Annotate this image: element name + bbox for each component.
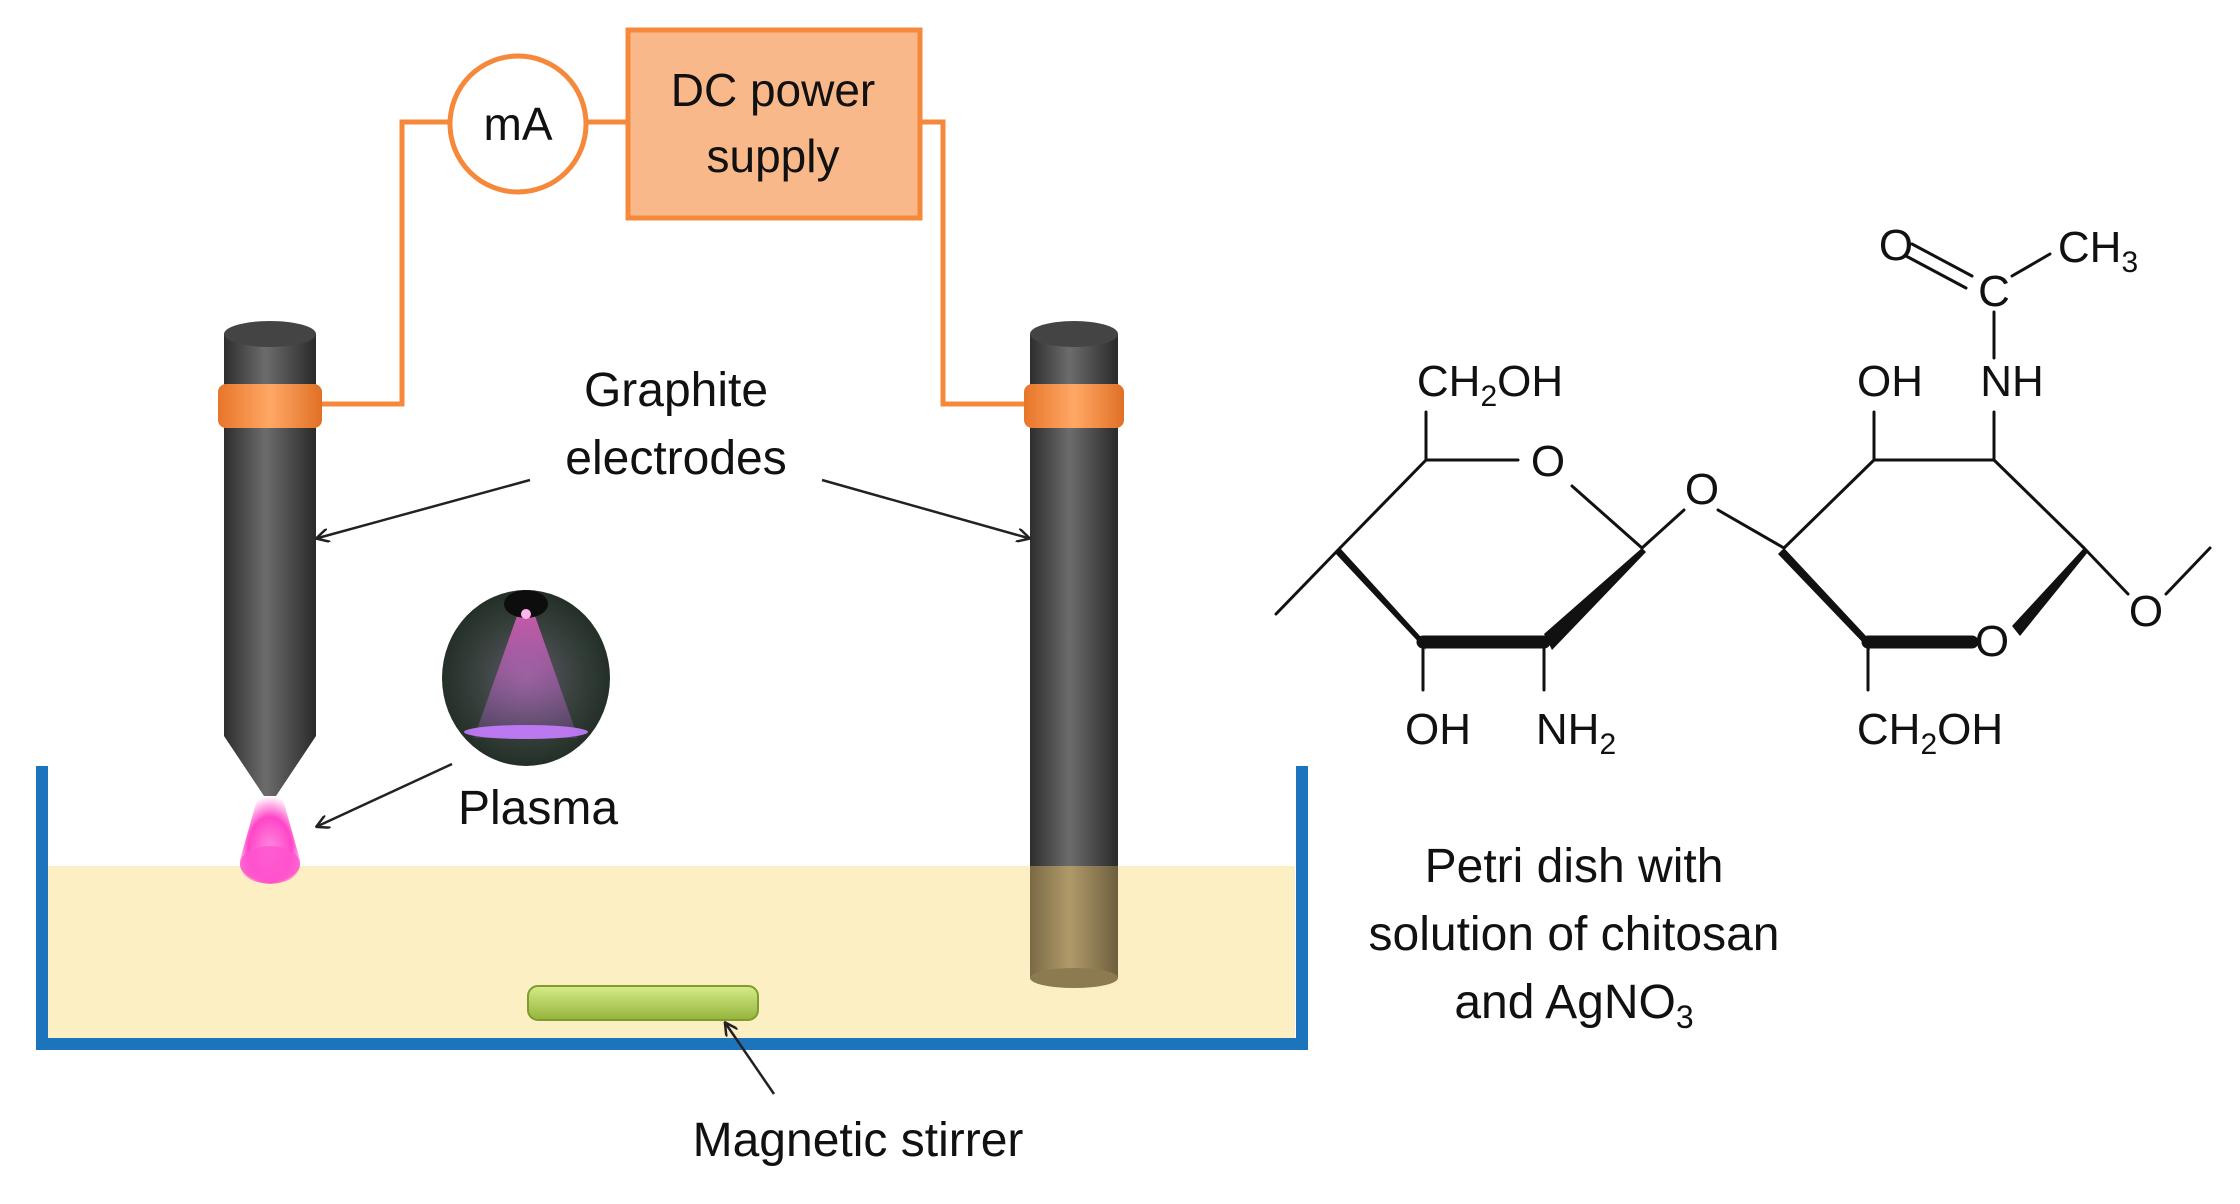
ring2-oxygen: O (1975, 617, 2009, 666)
dc-power-supply: DC power supply (625, 27, 923, 221)
acetyl-carbon: C (1978, 267, 2010, 316)
magnetic-stirrer-bar (527, 985, 759, 1021)
acetyl-ch3: CH3 (2058, 223, 2138, 279)
ring1-nh2: NH2 (1536, 705, 1616, 761)
plasma-label: Plasma (458, 782, 618, 835)
petri-dish-label-line3: and AgNO3 (1454, 976, 1693, 1035)
label-arrows (318, 478, 1028, 1095)
petri-dish-label-line2: solution of chitosan (1369, 908, 1780, 961)
left-electrode (218, 321, 322, 796)
chitosan-labels: CH2OH O O OH NH2 OH NH O C CH3 O CH2OH O (1405, 221, 2163, 761)
arrow-to-plasma (318, 762, 453, 826)
arrow-to-right-electrode (821, 478, 1028, 538)
ring1-ch2oh: CH2OH (1417, 357, 1563, 413)
electrodes-label-line2: electrodes (565, 432, 786, 485)
wire-left (318, 119, 450, 407)
plasma-glow-base (240, 846, 300, 882)
right-electrode-clamp (1024, 384, 1124, 428)
ring2-ch2oh: CH2OH (1857, 705, 2003, 761)
dish-outline (36, 766, 1308, 1050)
ring2-nh: NH (1980, 357, 2044, 406)
arrow-to-left-electrode (318, 478, 531, 538)
arrow-to-stirrer (726, 1024, 776, 1095)
plasma-photo (442, 590, 610, 766)
magnetic-stirrer-label: Magnetic stirrer (693, 1114, 1024, 1167)
left-electrode-clamp (218, 384, 322, 428)
chitosan-structure (1274, 242, 2212, 692)
power-supply-label-line2: supply (707, 130, 840, 182)
ammeter: mA (447, 53, 589, 195)
petri-dish-label-line1: Petri dish with (1425, 840, 1724, 893)
ring2-oh: OH (1857, 357, 1923, 406)
electrodes-label-line1: Graphite (584, 364, 768, 417)
ring1-oh: OH (1405, 705, 1471, 754)
right-electrode (1024, 321, 1124, 988)
power-supply-label-line1: DC power (671, 64, 876, 116)
ammeter-label: mA (484, 98, 553, 150)
wire-right (920, 119, 1026, 407)
acetyl-oxygen: O (1879, 221, 1913, 270)
ring1-oxygen: O (1531, 437, 1565, 486)
bridge-oxygen: O (1685, 465, 1719, 514)
terminal-oxygen: O (2129, 587, 2163, 636)
circuit-wires (318, 119, 1026, 407)
